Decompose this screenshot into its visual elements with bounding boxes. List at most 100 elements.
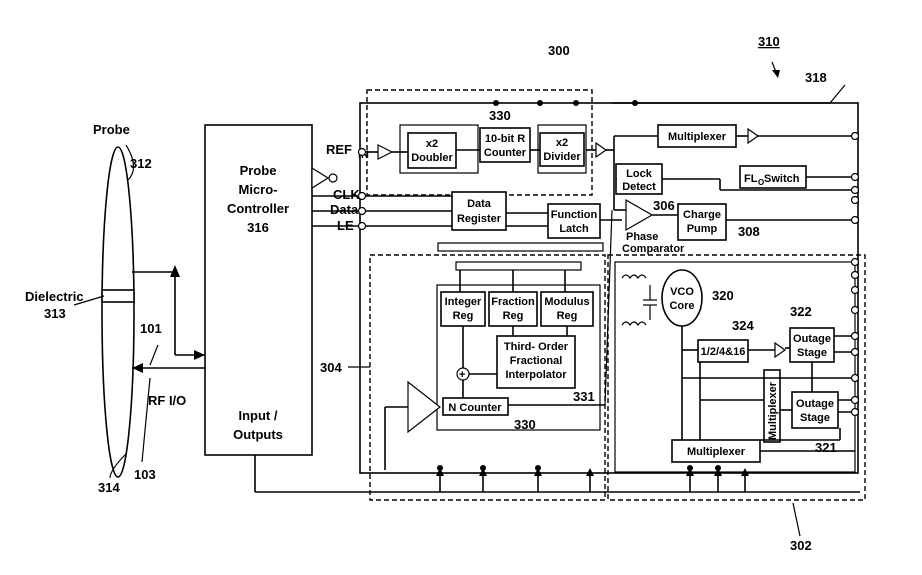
mc-label-2: Micro- — [239, 182, 278, 197]
vco-core — [661, 269, 703, 327]
function-latch — [547, 203, 601, 239]
x2-divider — [539, 132, 585, 167]
mux-top-label: Multiplexer — [668, 131, 727, 143]
ref-in-buffer — [311, 166, 330, 190]
cp-label-2: Pump — [687, 223, 718, 235]
ref-304: 304 — [320, 360, 342, 375]
integer-label-2: Reg — [453, 310, 474, 322]
ref-318: 318 — [805, 70, 827, 85]
10bit-r-counter — [479, 127, 531, 163]
ref-300: 300 — [548, 43, 570, 58]
mux-vert-label: Multiplexer — [767, 381, 779, 440]
phase-label-1: Phase — [626, 231, 658, 243]
plus-sign: + — [459, 369, 465, 381]
bottom-arrows-304 — [436, 465, 594, 492]
ref-306: 306 — [653, 198, 675, 213]
op-amp — [407, 380, 441, 434]
vco-label-2: Core — [669, 300, 694, 312]
ref-103: 103 — [134, 467, 156, 482]
outage1-label-2: Stage — [797, 347, 827, 359]
x2-doubler — [407, 132, 457, 169]
ref-313: 313 — [44, 306, 66, 321]
io-label-2: Outputs — [233, 427, 283, 442]
doubler-label-1: x2 — [426, 138, 438, 150]
fraction-label-2: Reg — [503, 310, 524, 322]
inductor-bottom — [621, 321, 647, 327]
ref-320: 320 — [712, 288, 734, 303]
probe-label: Probe — [93, 122, 130, 137]
ref-314: 314 — [98, 480, 120, 495]
ref-316: 316 — [247, 220, 269, 235]
divider-label-1: x2 — [556, 137, 568, 149]
io-label-1: Input / — [239, 408, 278, 423]
interp-label-1: Third- Order — [504, 341, 569, 353]
cp-label-1: Charge — [683, 209, 721, 221]
multiplexer-vertical — [763, 369, 781, 443]
div1248-label: 1/2/4&16 — [701, 346, 746, 358]
integer-reg — [440, 291, 486, 327]
bottom-arrows-302 — [686, 465, 749, 492]
ref-310: 310 — [758, 34, 780, 49]
mc-label-1: Probe — [240, 163, 277, 178]
funclatch-label-1: Function — [551, 209, 598, 221]
flo-label: FL — [744, 173, 758, 185]
vco-label-1: VCO — [670, 286, 694, 298]
funclatch-label-2: Latch — [559, 223, 589, 235]
modulus-label-2: Reg — [557, 310, 578, 322]
ref-312: 312 — [130, 156, 152, 171]
ref-322: 322 — [790, 304, 812, 319]
rf-io-label: RF I/O — [148, 393, 186, 408]
data-label: Data — [330, 202, 359, 217]
interp-label-3: Interpolator — [505, 369, 567, 381]
flo-sub-label: O — [758, 178, 764, 187]
inductor-top — [621, 274, 647, 280]
datareg-label-1: Data — [467, 198, 492, 210]
outage2-label-1: Outage — [796, 398, 834, 410]
lock-detect — [615, 163, 663, 195]
le-label: LE — [337, 218, 354, 233]
ref-330-bottom: 330 — [514, 417, 536, 432]
modulus-reg — [540, 291, 594, 327]
datareg-label-2: Register — [457, 213, 502, 225]
probe-group — [73, 144, 205, 479]
ref-101: 101 — [140, 321, 162, 336]
third-order-interpolator — [496, 335, 576, 389]
doubler-label-2: Doubler — [411, 152, 453, 164]
outage2-label-2: Stage — [800, 412, 830, 424]
integer-label-1: Integer — [445, 296, 482, 308]
lock-label-2: Detect — [622, 181, 656, 193]
outage1-label-1: Outage — [793, 333, 831, 345]
charge-pump — [677, 203, 727, 241]
flo-rest-label: Switch — [764, 173, 800, 185]
region-302 — [607, 254, 866, 501]
divider-1-2-4-16 — [697, 339, 749, 363]
mc-label-3: Controller — [227, 201, 289, 216]
lock-label-1: Lock — [626, 168, 653, 180]
ref-302: 302 — [790, 538, 812, 553]
outage-stage-321 — [791, 391, 839, 429]
dielectric-band — [101, 289, 135, 303]
ncounter-label: N Counter — [448, 402, 502, 414]
ref-321: 321 — [815, 440, 837, 455]
ref-331: 331 — [573, 389, 595, 404]
data-register — [451, 191, 507, 231]
probe-ellipse — [101, 146, 135, 478]
interp-label-2: Fractional — [510, 355, 563, 367]
n-counter — [442, 397, 509, 416]
mux-bottom-label: Multiplexer — [687, 446, 746, 458]
rcounter-label-1: 10-bit R — [485, 133, 525, 145]
phase-comparator — [625, 198, 654, 232]
phase-label-2: Comparator — [622, 243, 685, 255]
fraction-label-1: Fraction — [491, 296, 535, 308]
ref-in-label: REF — [326, 142, 352, 157]
microcontroller-box — [204, 124, 313, 456]
dielectric-label: Dielectric — [25, 289, 84, 304]
clk-label: CLK — [333, 187, 360, 202]
rcounter-label-2: Counter — [484, 147, 527, 159]
divider-label-2: Divider — [543, 151, 581, 163]
ref-324: 324 — [732, 318, 754, 333]
ref-330-top: 330 — [489, 108, 511, 123]
modulus-label-1: Modulus — [544, 296, 589, 308]
ref-308: 308 — [738, 224, 760, 239]
